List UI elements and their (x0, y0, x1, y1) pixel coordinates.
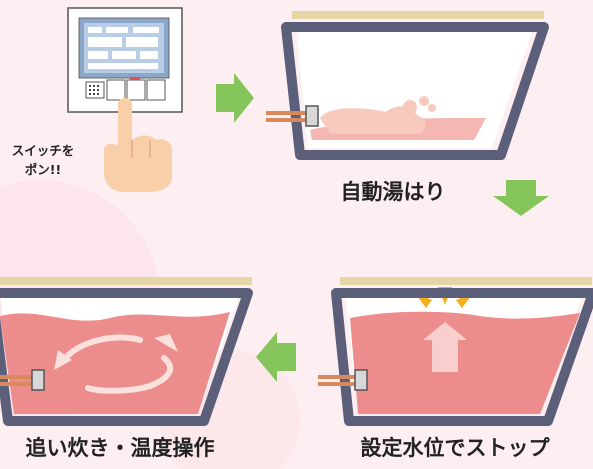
circulation-arrows-icon (54, 334, 178, 394)
switch-label-line1: スイッチを (11, 143, 75, 158)
stage-label-reheat: 追い炊き・温度操作 (25, 436, 215, 460)
stage-label-stop: 設定水位でストップ (360, 436, 550, 460)
bathtub-auto-fill (266, 11, 549, 160)
flow-arrow-icon-left (256, 332, 296, 382)
stage-label-auto-fill: 自動湯はり (340, 180, 446, 204)
switch-label-line2: ポン!! (24, 162, 62, 177)
water-level-up-arrow-icon (423, 322, 467, 372)
bathtub-reheat (0, 277, 253, 426)
flow-arrow-icon-down (493, 180, 549, 216)
flow-arrow-icon-right (216, 73, 254, 123)
bathtub-stop-level (318, 277, 593, 426)
pointing-hand-icon (104, 98, 172, 192)
remote-control-panel-icon (67, 7, 183, 113)
